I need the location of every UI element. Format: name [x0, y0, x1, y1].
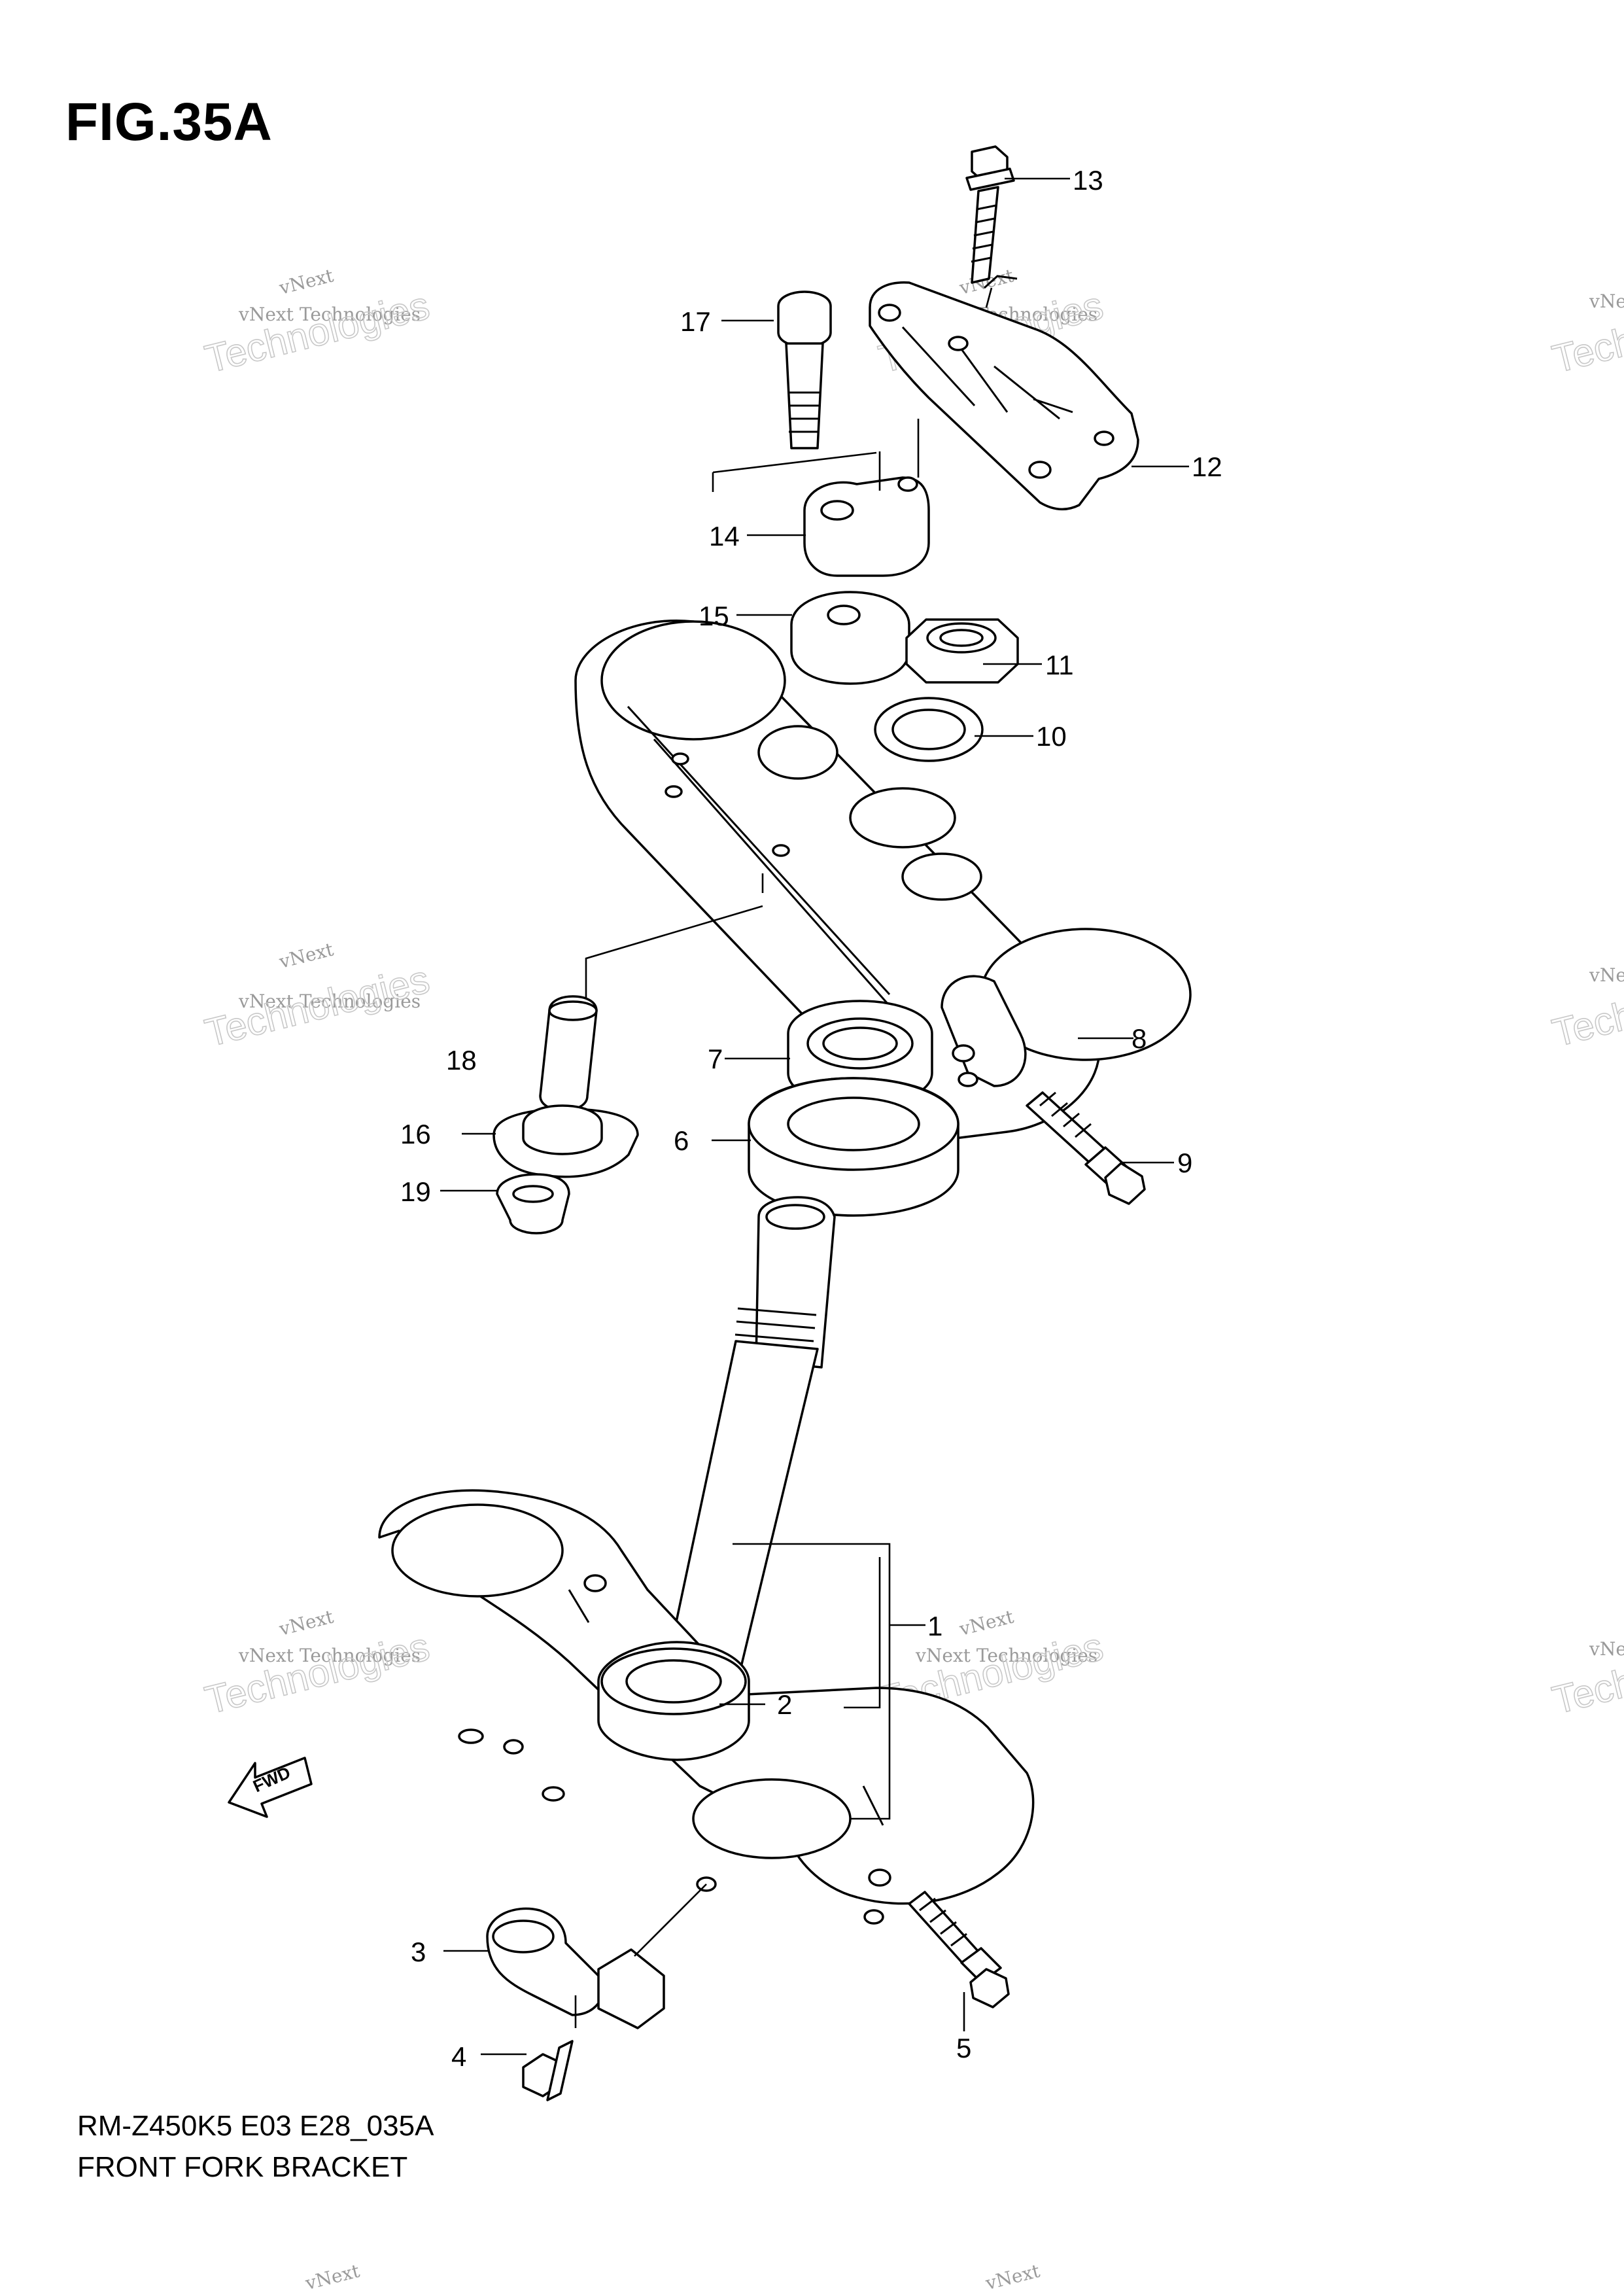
callout-6: 6	[674, 1125, 689, 1156]
fwd-direction-marker: FWD	[228, 1757, 313, 1818]
figure-title: FIG.35A	[65, 92, 273, 152]
part-15-cushion	[790, 591, 910, 685]
watermark-top-left: vNext vNext Technologies Technologies	[200, 264, 434, 381]
svg-text:vNext Technologies: vNext Technologies	[1589, 964, 1624, 986]
svg-text:vNext Technologies: vNext Technologies	[238, 304, 421, 325]
part-11-nut	[905, 618, 1019, 684]
part-1-steering-stem	[378, 1196, 1035, 1925]
svg-text:vNext Technologies: vNext Technologies	[238, 1645, 421, 1666]
figure-name: FRONT FORK BRACKET	[77, 2151, 408, 2183]
part-13-bolt	[965, 145, 1015, 308]
part-12-handlebar-holder	[869, 275, 1139, 511]
watermark-low-left: vNext vNext Technologies Technologies	[200, 1605, 434, 1723]
watermark-mid-right: vNext Technologies Technologies	[1547, 956, 1624, 1055]
svg-text:vNext: vNext	[277, 938, 336, 973]
watermark-bottom: vNext vNext	[303, 2260, 1043, 2294]
svg-text:vNext: vNext	[957, 1605, 1016, 1640]
part-18-collar	[539, 995, 598, 1112]
callout-11: 11	[1045, 650, 1074, 680]
part-6-bearing	[748, 1077, 959, 1217]
callout-15: 15	[699, 601, 729, 631]
svg-text:Technologies: Technologies	[201, 1624, 434, 1723]
callout-9: 9	[1177, 1148, 1192, 1178]
svg-text:vNext Technologies: vNext Technologies	[1589, 1638, 1624, 1660]
part-19-grommet	[496, 1173, 570, 1235]
callout-2: 2	[777, 1689, 792, 1720]
svg-text:vNext: vNext	[277, 1605, 336, 1640]
watermark-low-right: vNext Technologies Technologies	[1547, 1624, 1624, 1723]
callout-16: 16	[400, 1119, 431, 1149]
part-4-bolt	[522, 1995, 577, 2101]
part-14-lower-holder	[803, 419, 930, 577]
part-5-bolt	[908, 1891, 1010, 2008]
callout-10: 10	[1036, 721, 1067, 752]
part-9-bolt	[1026, 1091, 1146, 1205]
model-code: RM-Z450K5 E03 E28_035A	[77, 2110, 434, 2142]
callout-7: 7	[708, 1043, 723, 1074]
part-16-cushion	[492, 1104, 639, 1178]
svg-text:Technologies: Technologies	[201, 957, 434, 1055]
svg-text:vNext Technologies: vNext Technologies	[915, 1645, 1097, 1666]
callout-19: 19	[400, 1176, 431, 1207]
callout-4: 4	[451, 2041, 466, 2072]
callout-13: 13	[1073, 165, 1103, 196]
callout-17: 17	[680, 306, 711, 337]
callout-14: 14	[709, 521, 740, 552]
svg-text:vNext: vNext	[983, 2260, 1043, 2294]
part-17-bolt	[712, 290, 877, 492]
callout-3: 3	[411, 1936, 426, 1967]
svg-text:vNext: vNext	[303, 2260, 362, 2294]
watermark-top-right: vNext Technologies Technologies	[1547, 283, 1624, 381]
part-3-hose-guide	[486, 1883, 707, 2029]
svg-text:vNext Technologies: vNext Technologies	[1589, 290, 1624, 312]
callout-labels: 13 17 12 14 15 11 10 8 18 7 9 16 6 19 1 …	[400, 165, 1222, 2072]
svg-text:Technologies: Technologies	[201, 283, 434, 381]
part-10-washer	[874, 697, 984, 762]
callout-8: 8	[1132, 1023, 1147, 1054]
watermark-mid-left: vNext vNext Technologies Technologies	[200, 938, 434, 1055]
callout-1: 1	[927, 1611, 942, 1641]
callout-18: 18	[446, 1045, 477, 1076]
leader-lines	[440, 177, 1189, 2056]
svg-text:vNext Technologies: vNext Technologies	[238, 990, 421, 1012]
callout-12: 12	[1192, 451, 1222, 482]
callout-5: 5	[956, 2033, 971, 2063]
svg-text:vNext: vNext	[277, 264, 336, 299]
part-8-upper-bracket	[574, 620, 1192, 1140]
